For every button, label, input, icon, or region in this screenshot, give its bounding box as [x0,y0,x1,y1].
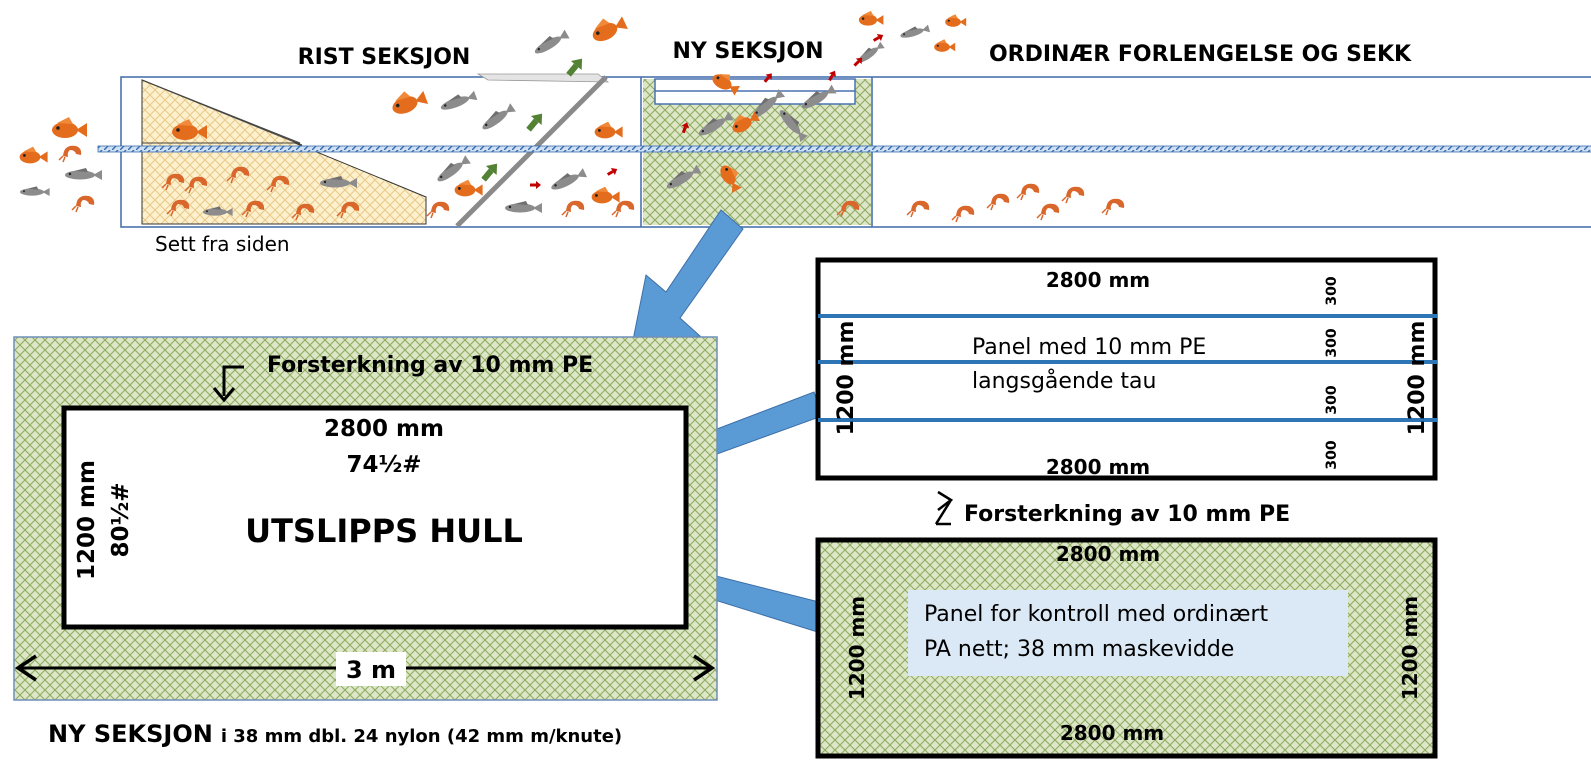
pe-right-height: 1200 mm [1405,321,1430,436]
control-panel: 2800 mm 2800 mm 1200 mm 1200 mm Panel fo… [815,537,1438,759]
side-view: RIST SEKSJON NY SEKSJON ORDINÆR FORLENGE… [19,10,1591,256]
pointer-arrow-down [631,209,744,346]
caption-side-view: Sett fra siden [155,232,290,256]
rope-spacing-2: 300 [1324,328,1340,357]
pe-top-width: 2800 mm [1046,268,1150,292]
rope-spacing-4: 300 [1324,440,1340,469]
label-new-section: NY SEKSJON [672,39,823,64]
hole-height-label: 1200 mm [74,460,100,580]
new-section-caption: NY SEKSJON i 38 mm dbl. 24 nylon (42 mm m… [48,720,622,748]
hole-mesh-count-height: 80½# [108,482,134,557]
control-right-height: 1200 mm [1398,596,1422,700]
new-section-caption-rest: i 38 mm dbl. 24 nylon (42 mm m/knute) [221,726,622,747]
pe-panel-line2: langsgående tau [972,368,1156,394]
escape-hole [61,405,689,630]
shrimp-group-extension [906,182,1125,223]
hole-label: UTSLIPPS HULL [245,512,523,550]
pe-left-height: 1200 mm [834,321,859,436]
control-text-box [908,590,1348,676]
rope-spacing-1: 300 [1324,276,1340,305]
rope-spacing-3: 300 [1324,385,1340,414]
hole-width-label: 2800 mm [324,416,444,442]
new-section-caption-bold: NY SEKSJON [48,720,213,748]
label-extension: ORDINÆR FORLENGELSE OG SEKK [989,42,1412,67]
total-width-label: 3 m [346,656,396,684]
control-panel-line2: PA nett; 38 mm maskevidde [924,637,1234,662]
horizontal-rope [97,145,1591,153]
hole-mesh-count-width: 74½# [346,452,421,478]
pe-bottom-width: 2800 mm [1046,455,1150,479]
reinforcement-between-label: Forsterkning av 10 mm PE [964,502,1290,527]
control-top-width: 2800 mm [1056,542,1160,566]
reinforcement-label: Forsterkning av 10 mm PE [267,353,593,378]
control-panel-line1: Panel for kontroll med ordinært [924,602,1269,627]
label-grid-section: RIST SEKSJON [298,45,471,70]
escape-panel: Forsterkning av 10 mm PE 2800 mm 74½# UT… [13,336,718,748]
control-bottom-width: 2800 mm [1060,721,1164,745]
pe-panel-line1: Panel med 10 mm PE [972,335,1206,360]
control-left-height: 1200 mm [845,596,869,700]
reinforcement-between: Forsterkning av 10 mm PE [934,490,1290,527]
pe-panel-frame [815,257,1438,481]
pe-rope-panel: 2800 mm 2800 mm Panel med 10 mm PE langs… [815,257,1438,481]
